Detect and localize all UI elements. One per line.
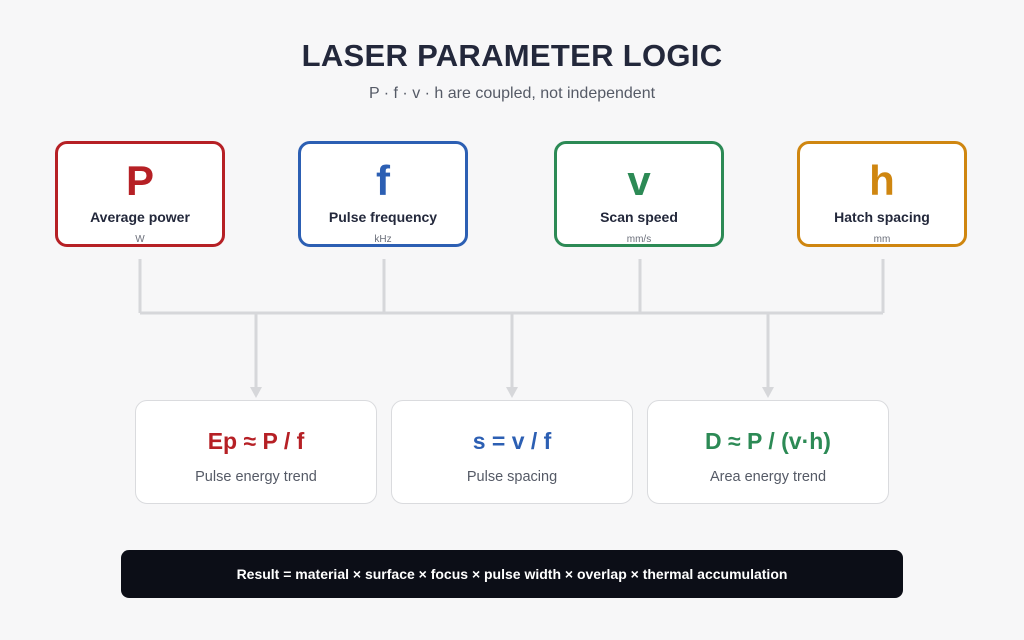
formula-card-pulse-energy: Ep ≈ P / f Pulse energy trend xyxy=(135,400,377,504)
param-unit: kHz xyxy=(374,234,392,245)
param-symbol: h xyxy=(869,157,895,204)
formula-expression: Ep ≈ P / f xyxy=(207,428,305,454)
formula-expression: D ≈ P / (v·h) xyxy=(705,428,831,454)
formula-card-pulse-spacing: s = v / f Pulse spacing xyxy=(391,400,633,504)
formula-description: Pulse spacing xyxy=(466,469,558,485)
param-name: Pulse frequency xyxy=(328,209,438,225)
param-symbol: v xyxy=(627,157,651,204)
param-card-hatch: h Hatch spacing mm xyxy=(797,141,967,247)
arrowhead-pulse-energy xyxy=(250,387,262,398)
param-card-speed: v Scan speed mm/s xyxy=(554,141,724,247)
param-unit: W xyxy=(135,234,145,245)
diagram-title: LASER PARAMETER LOGIC xyxy=(301,38,723,73)
formula-description: Area energy trend xyxy=(709,469,827,485)
param-symbol: P xyxy=(125,157,154,204)
param-name: Scan speed xyxy=(600,209,678,225)
formula-description: Pulse energy trend xyxy=(195,469,317,485)
formula-expression: s = v / f xyxy=(472,428,552,454)
formula-card-area-energy: D ≈ P / (v·h) Area energy trend xyxy=(647,400,889,504)
arrowhead-area-energy xyxy=(762,387,774,398)
param-name: Hatch spacing xyxy=(834,209,930,225)
param-symbol: f xyxy=(376,157,390,204)
param-unit: mm/s xyxy=(626,234,652,245)
param-card-power: P Average power W xyxy=(55,141,225,247)
param-name: Average power xyxy=(90,209,190,225)
param-card-frequency: f Pulse frequency kHz xyxy=(298,141,468,247)
arrowhead-pulse-spacing xyxy=(506,387,518,398)
param-unit: mm xyxy=(873,234,891,245)
result-banner: Result = material × surface × focus × pu… xyxy=(121,550,903,598)
diagram-subtitle: P · f · v · h are coupled, not independe… xyxy=(368,85,656,102)
